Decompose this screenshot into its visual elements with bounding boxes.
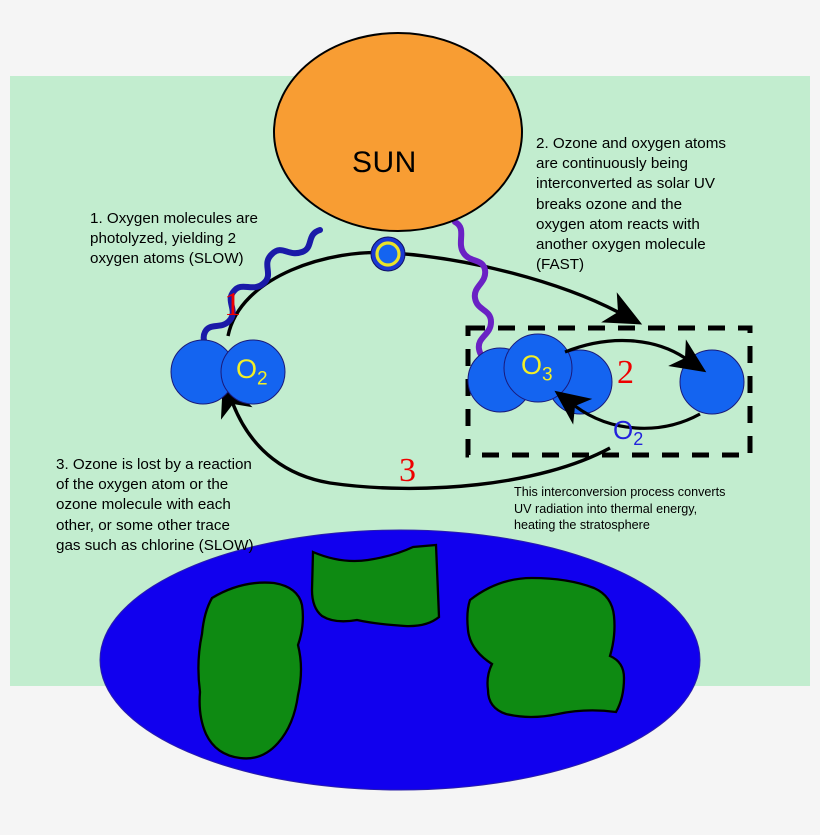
o3-label: O3 — [521, 350, 553, 386]
molecule-o3 — [467, 333, 613, 415]
o3-atom-b — [503, 333, 573, 403]
o2-product-subscript: 2 — [633, 429, 644, 450]
o2-left-symbol: O — [236, 354, 258, 384]
cycle-arrow-3-loss — [220, 378, 611, 491]
land-north — [310, 543, 441, 628]
step-2-note: 2. Ozone and oxygen atoms are continuous… — [536, 135, 726, 274]
o-atom-ring — [375, 241, 401, 267]
step-number-2: 2 — [617, 354, 634, 391]
molecule-o2-right — [679, 349, 745, 415]
interconversion-box — [465, 325, 753, 458]
interconversion-arrow-forward — [564, 338, 707, 373]
o2-atom-b — [220, 339, 286, 405]
land-east — [466, 576, 626, 719]
sun-label: SUN — [352, 146, 417, 179]
o2-product-symbol: O — [613, 415, 634, 445]
step-3-note: 3. Ozone is lost by a reaction of the ox… — [56, 456, 254, 554]
interconversion-arrow-reverse — [554, 390, 701, 430]
step-1-note: 1. Oxygen molecules are photolyzed, yiel… — [90, 210, 258, 268]
o2-product-label: O2 — [613, 415, 643, 450]
o2-left-label: O2 — [236, 354, 268, 390]
sun-shape — [273, 32, 523, 232]
earth-group — [99, 529, 701, 791]
o3-subscript: 3 — [542, 364, 553, 386]
oxygen-atom-marker — [370, 236, 406, 272]
interconversion-footnote: This interconversion process converts UV… — [514, 485, 726, 533]
o3-symbol: O — [521, 350, 543, 380]
o2-left-subscript: 2 — [257, 368, 268, 390]
step-number-3: 3 — [399, 452, 416, 489]
step-number-1: 1 — [224, 286, 241, 323]
molecule-o2-left — [170, 339, 286, 405]
land-west — [197, 581, 305, 760]
